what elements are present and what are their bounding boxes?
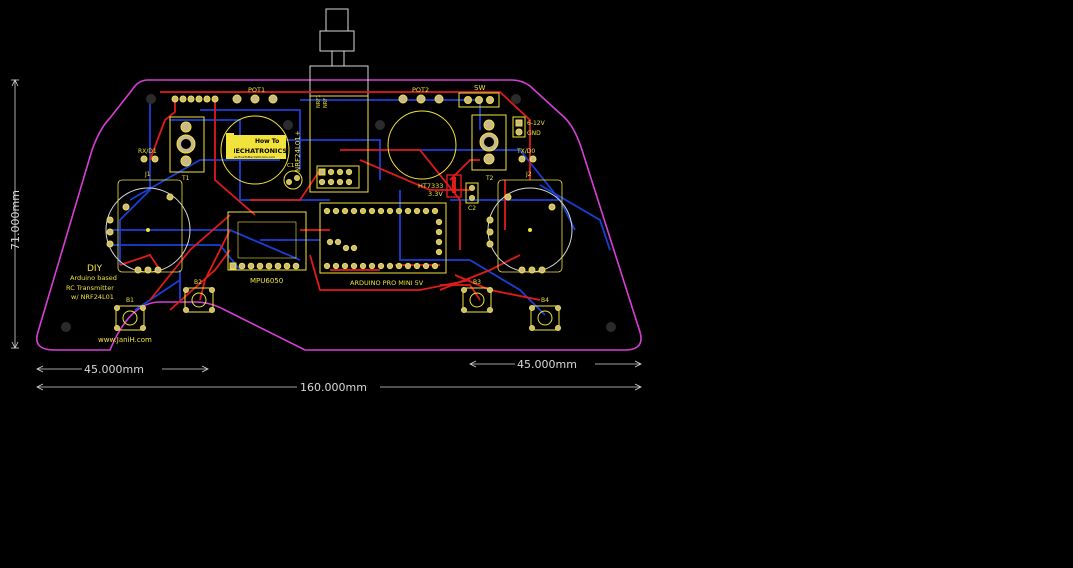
desc-line1: Arduino based bbox=[70, 274, 117, 282]
right-width-dimension bbox=[469, 360, 642, 368]
left-width-dimension-text: 45.000mm bbox=[84, 363, 144, 376]
logo-badge: How To MECHATRONICS www.HowToMechatronic… bbox=[228, 135, 287, 159]
power-label: 6-12V bbox=[527, 120, 546, 127]
nrf1-label: NRF1 bbox=[316, 95, 322, 108]
rx-header-pins[interactable] bbox=[171, 95, 219, 103]
c1-label: C1 bbox=[287, 163, 294, 169]
nrf-label: NRF bbox=[323, 98, 329, 108]
arduino-footprint[interactable] bbox=[319, 202, 447, 274]
mounting-holes bbox=[61, 94, 616, 332]
sw-footprint[interactable] bbox=[458, 92, 500, 108]
sw-label: SW bbox=[474, 84, 485, 92]
b3-button[interactable] bbox=[461, 287, 493, 313]
mpu6050-label: MPU6050 bbox=[250, 277, 283, 285]
desc-line2: RC Transmitter bbox=[66, 284, 114, 292]
pot1-pins[interactable] bbox=[232, 94, 278, 104]
nrf-module-outline[interactable] bbox=[309, 95, 369, 193]
arduino-bottom-pins[interactable] bbox=[323, 262, 439, 270]
regulator-voltage: 3.3V bbox=[428, 190, 443, 198]
arduino-top-pins[interactable] bbox=[323, 207, 439, 215]
board-outline[interactable] bbox=[36, 79, 642, 351]
power-connector[interactable] bbox=[512, 116, 526, 138]
pot2-shaft-outline bbox=[387, 110, 457, 180]
nrf-header-pins[interactable] bbox=[316, 165, 360, 189]
mpu6050-footprint[interactable] bbox=[227, 211, 307, 271]
total-width-dimension-text: 160.000mm bbox=[300, 381, 367, 394]
logo-line1: How To bbox=[255, 138, 279, 145]
logo-line2: MECHATRONICS bbox=[229, 147, 287, 155]
total-width-dimension bbox=[36, 383, 642, 391]
antenna-connector bbox=[309, 8, 369, 97]
pot2-pins[interactable] bbox=[398, 94, 444, 104]
height-dimension bbox=[11, 79, 19, 349]
c1-capacitor[interactable] bbox=[283, 170, 303, 190]
right-width-dimension-text: 45.000mm bbox=[517, 358, 577, 371]
j2-label: J2 bbox=[525, 171, 532, 178]
diy-label: DIY bbox=[87, 264, 103, 274]
j1-joystick[interactable] bbox=[105, 179, 191, 274]
logo-outline bbox=[220, 115, 290, 185]
c2-capacitor[interactable] bbox=[465, 182, 479, 204]
rx-label: RX/D1 bbox=[138, 148, 157, 155]
tx-label: TX/D0 bbox=[516, 148, 535, 155]
website-label: www.JaniH.com bbox=[98, 336, 152, 344]
c2-label: C2 bbox=[468, 205, 476, 212]
arduino-side-pins[interactable] bbox=[326, 218, 443, 256]
logo-url: www.HowToMechatronics.com bbox=[230, 155, 275, 159]
pot1-label: POT1 bbox=[248, 86, 265, 94]
regulator-label: HT7333 bbox=[418, 182, 443, 190]
arduino-label: ARDUINO PRO MINI 5V bbox=[350, 279, 424, 287]
b2-label: B2 bbox=[194, 279, 202, 286]
left-width-dimension bbox=[36, 365, 209, 373]
regulator-footprint[interactable] bbox=[446, 174, 462, 198]
b2-button[interactable] bbox=[183, 287, 215, 313]
height-dimension-text: 71.000mm bbox=[9, 190, 22, 250]
logo-m-mark bbox=[226, 133, 234, 159]
b3-label: B3 bbox=[473, 279, 481, 286]
t1-toggle-footprint[interactable] bbox=[169, 116, 205, 173]
t2-label: T2 bbox=[485, 175, 494, 182]
b1-label: B1 bbox=[126, 297, 134, 304]
j1-label: J1 bbox=[144, 171, 151, 178]
b4-label: B4 bbox=[541, 297, 549, 304]
desc-line3: w/ NRF24L01 bbox=[71, 293, 114, 301]
mpu6050-pins[interactable] bbox=[229, 262, 300, 270]
t2-toggle-footprint[interactable] bbox=[471, 114, 507, 171]
b4-button[interactable] bbox=[529, 305, 561, 331]
b1-button[interactable] bbox=[114, 305, 146, 331]
j2-joystick[interactable] bbox=[486, 179, 573, 274]
pot2-label: POT2 bbox=[412, 86, 429, 94]
gnd-label: GND bbox=[527, 130, 541, 137]
nrf-module-label: NRF24L01+ bbox=[294, 130, 302, 172]
t1-label: T1 bbox=[181, 175, 190, 182]
